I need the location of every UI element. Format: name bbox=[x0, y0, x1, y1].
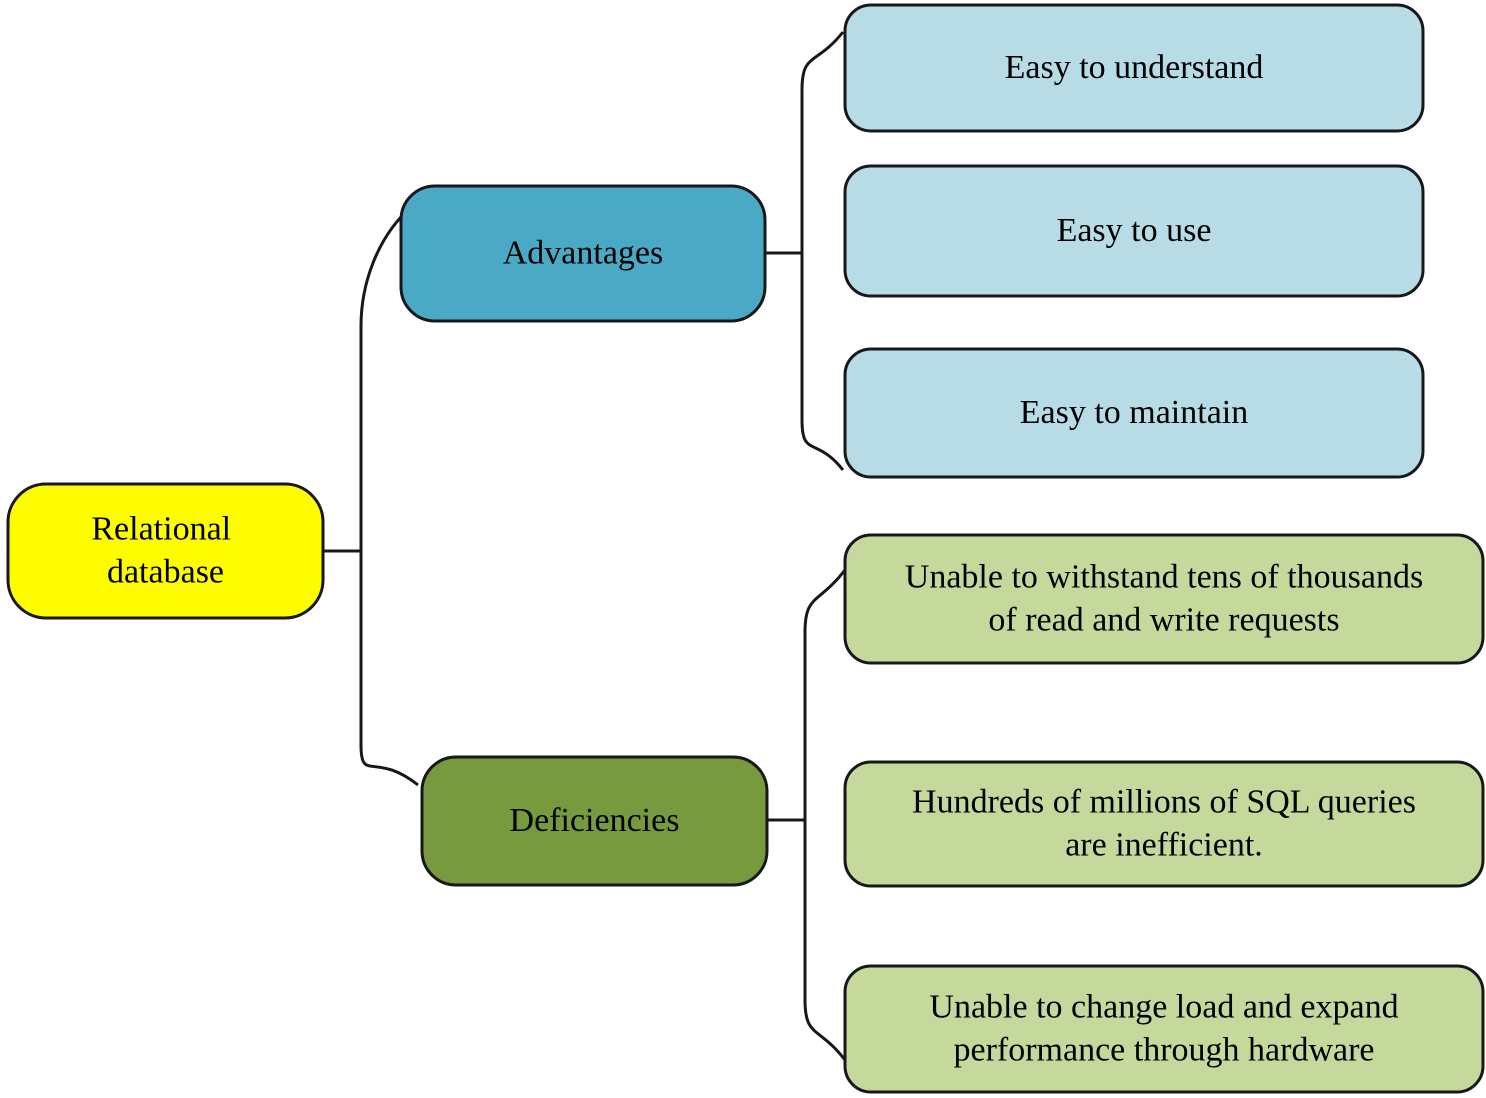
node-easy-to-understand[interactable]: Easy to understand bbox=[843, 3, 1425, 133]
leaf-node-label-line: are inefficient. bbox=[1065, 826, 1263, 863]
root-node-shape[interactable] bbox=[6, 482, 325, 620]
leaf-node-shape[interactable] bbox=[843, 164, 1425, 298]
advantages-node-shape[interactable] bbox=[399, 184, 767, 323]
leaf-node-label-line: Easy to use bbox=[1057, 212, 1212, 249]
leaf-node-label-line: performance through hardware bbox=[953, 1031, 1374, 1068]
node-easy-to-use[interactable]: Easy to use bbox=[843, 164, 1425, 298]
leaf-node-label-line: Unable to change load and expand bbox=[929, 988, 1398, 1025]
connector-deficiencies-bracket bbox=[803, 569, 847, 1061]
leaf-node-label: Unable to change load and expand performa… bbox=[929, 988, 1398, 1068]
leaf-node-label: Easy to understand bbox=[1005, 49, 1264, 86]
node-easy-to-maintain[interactable]: Easy to maintain bbox=[843, 347, 1425, 479]
leaf-node-shape[interactable] bbox=[843, 347, 1425, 479]
deficiencies-node-label: Deficiencies bbox=[510, 802, 680, 839]
root-node-label: Relational database bbox=[91, 510, 239, 590]
connector-advantages-bracket bbox=[800, 31, 845, 471]
node-relational-database[interactable]: Relational database bbox=[6, 482, 325, 620]
root-node-label-line2: database bbox=[107, 553, 224, 590]
leaf-node-label: Easy to maintain bbox=[1020, 394, 1249, 431]
leaf-node-label: Hundreds of millions of SQL queries are i… bbox=[912, 783, 1416, 863]
leaf-node-label-line: Easy to maintain bbox=[1020, 394, 1249, 431]
leaf-node-shape[interactable] bbox=[843, 3, 1425, 133]
leaf-node-label-line: Easy to understand bbox=[1005, 49, 1264, 86]
leaf-node-shape[interactable] bbox=[843, 964, 1485, 1094]
leaf-node-label: Easy to use bbox=[1057, 212, 1212, 249]
node-deficiencies[interactable]: Deficiencies bbox=[420, 755, 769, 887]
node-advantages[interactable]: Advantages bbox=[399, 184, 767, 323]
connector-group bbox=[324, 31, 847, 1061]
deficiencies-node-shape[interactable] bbox=[420, 755, 769, 887]
connector-root-bracket bbox=[359, 199, 419, 787]
leaf-node-label-line: Unable to withstand tens of thousands bbox=[905, 558, 1423, 595]
root-node-label-line1: Relational bbox=[91, 510, 231, 547]
leaf-node-label-line: Hundreds of millions of SQL queries bbox=[912, 783, 1416, 820]
leaf-node-label: Unable to withstand tens of thousands of … bbox=[905, 558, 1423, 638]
leaf-node-shape[interactable] bbox=[843, 760, 1485, 888]
advantages-node-label: Advantages bbox=[503, 234, 664, 271]
node-sql-queries-inefficient[interactable]: Hundreds of millions of SQL queries are i… bbox=[843, 760, 1485, 888]
node-unable-to-change-load[interactable]: Unable to change load and expand performa… bbox=[843, 964, 1485, 1094]
node-unable-to-withstand-requests[interactable]: Unable to withstand tens of thousands of … bbox=[843, 533, 1485, 665]
leaf-node-label-line: of read and write requests bbox=[988, 601, 1339, 638]
leaf-node-shape[interactable] bbox=[843, 533, 1485, 665]
